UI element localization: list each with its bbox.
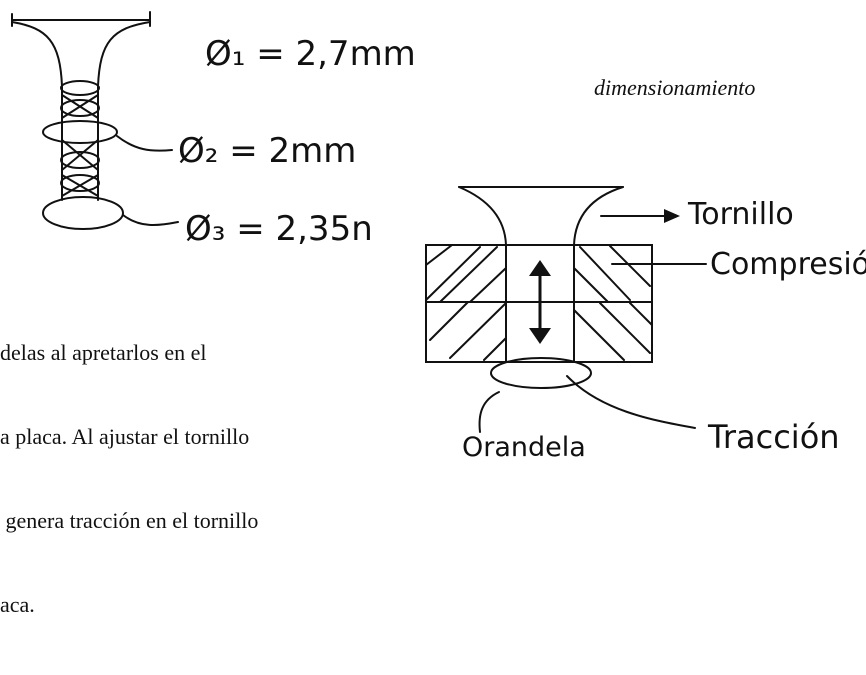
caption-dimensionamiento: dimensionamiento [594,75,756,100]
screw-dimension-sketch: Ø₁ = 2,7mm Ø₂ = 2mm Ø₃ = 2,35n [11,11,866,463]
arrowheads [529,209,680,344]
leader-lines [116,135,179,226]
diameter-2-label: Ø₂ = 2mm [178,131,356,171]
body-text-line-2: a placa. Al ajustar el tornillo [0,424,250,449]
body-text-line-3: genera tracción en el tornillo [0,508,259,533]
diameter-3-label: Ø₃ = 2,35n [185,209,373,249]
body-text-line-4: aca. [0,592,35,617]
diameter-1-label: Ø₁ = 2,7mm [205,34,416,74]
label-traccion: Tracción [707,418,840,456]
joint-sketch [425,186,707,433]
washer-ellipse [490,357,592,389]
label-compresion: Compresión [710,247,866,282]
label-orandela: Orandela [462,432,586,463]
page: Ø₁ = 2,7mm Ø₂ = 2mm Ø₃ = 2,35n [0,11,866,617]
body-text: delas al apretarlos en el a placa. Al aj… [0,283,360,675]
plate-rectangle [425,244,653,363]
screw-outline [11,11,151,230]
body-text-line-1: delas al apretarlos en el [0,340,207,365]
label-tornillo: Tornillo [687,197,794,232]
